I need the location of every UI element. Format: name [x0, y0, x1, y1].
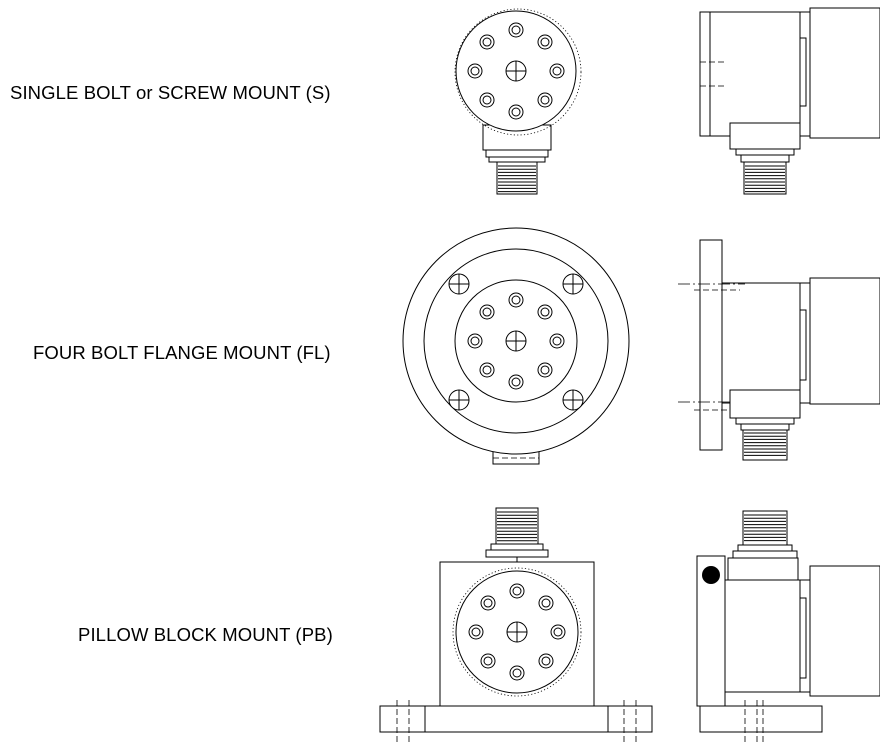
four-bolt-flange-mount-label: FOUR BOLT FLANGE MOUNT (FL): [33, 342, 331, 363]
flange-side-view: [678, 239, 880, 461]
single-bolt-front-view: [454, 8, 582, 195]
pillow-block-mount-label: PILLOW BLOCK MOUNT (PB): [78, 624, 333, 645]
single-bolt-mount-label: SINGLE BOLT or SCREW MOUNT (S): [10, 82, 331, 103]
flange-front-view: [402, 227, 630, 465]
pillow-block-front-view: [379, 507, 653, 744]
pillow-block-side-view: [696, 510, 880, 744]
single-bolt-side-view: [699, 7, 880, 195]
